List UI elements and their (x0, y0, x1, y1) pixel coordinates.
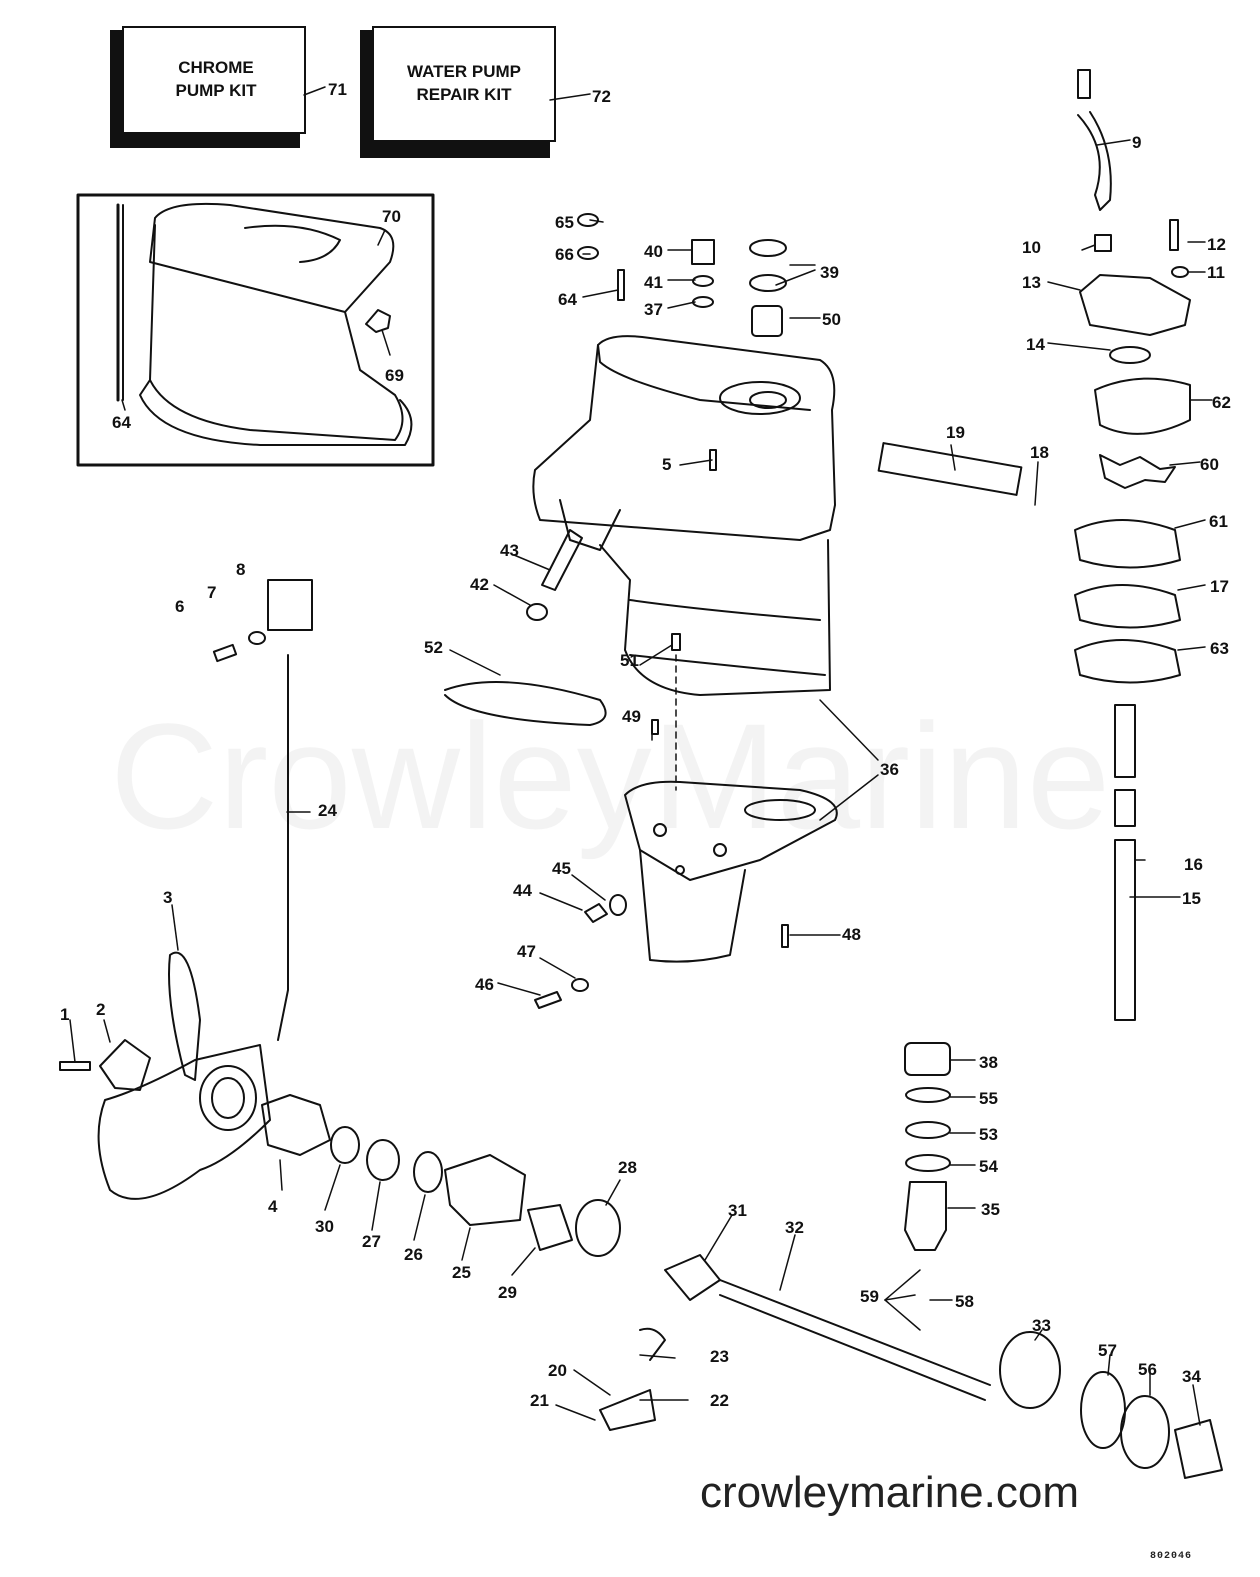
part-label-12: 12 (1207, 235, 1226, 254)
part-label-2: 2 (96, 1000, 105, 1019)
part-label-18: 18 (1030, 443, 1049, 462)
gearcase-lower (624, 780, 838, 963)
part-label-39: 39 (820, 263, 839, 282)
water-pump-assembly (1074, 69, 1191, 1021)
part-label-63: 63 (1210, 639, 1229, 658)
propeller (59, 951, 271, 1200)
part-label-35: 35 (981, 1200, 1000, 1219)
chrome-kit-line1: CHROME (178, 58, 254, 77)
part-label-16: 16 (1184, 855, 1203, 874)
part-label-40: 40 (644, 242, 663, 261)
part-label-48: 48 (842, 925, 861, 944)
part-label-62: 62 (1212, 393, 1231, 412)
part-label-10: 10 (1022, 238, 1041, 257)
hardware-items (212, 213, 1023, 1041)
part-label-66: 66 (555, 245, 574, 264)
part-label-8: 8 (236, 560, 245, 579)
part-label-7: 7 (207, 583, 216, 602)
part-label-6: 6 (175, 597, 184, 616)
part-label-56: 56 (1138, 1360, 1157, 1379)
part-label-38: 38 (979, 1053, 998, 1072)
part-label-43: 43 (500, 541, 519, 560)
chrome-kit-box (122, 26, 306, 134)
watermark: CrowleyMarine (110, 690, 1110, 863)
part-label-28: 28 (618, 1158, 637, 1177)
part-label-59: 59 (860, 1287, 879, 1306)
part-label-64: 64 (558, 290, 577, 309)
part-label-53: 53 (979, 1125, 998, 1144)
gear-train (261, 1042, 1223, 1479)
part-label-50: 50 (822, 310, 841, 329)
inset-frame (76, 193, 435, 467)
website-text: crowleymarine.com (700, 1468, 1079, 1517)
waterpump-kit-line2: REPAIR KIT (416, 85, 512, 104)
part-label-69: 69 (385, 366, 404, 385)
part-label-55: 55 (979, 1089, 998, 1108)
chrome-kit-number: 71 (328, 80, 347, 99)
part-label-3: 3 (163, 888, 172, 907)
part-label-30: 30 (315, 1217, 334, 1236)
part-label-60: 60 (1200, 455, 1219, 474)
part-label-57: 57 (1098, 1341, 1117, 1360)
part-label-15: 15 (1182, 889, 1201, 908)
leader-lines (69, 86, 1213, 1426)
part-label-13: 13 (1022, 273, 1041, 292)
part-label-44: 44 (513, 881, 532, 900)
chrome-kit-line2: PUMP KIT (175, 81, 257, 100)
part-label-31: 31 (728, 1201, 747, 1220)
part-label-25: 25 (452, 1263, 471, 1282)
part-label-4: 4 (268, 1197, 278, 1216)
part-label-19: 19 (946, 423, 965, 442)
part-label-46: 46 (475, 975, 494, 994)
waterpump-kit-number: 72 (592, 87, 611, 106)
chrome-kit-label: CHROME PUMP KIT (126, 56, 306, 102)
part-label-34: 34 (1182, 1367, 1201, 1386)
part-label-70: 70 (382, 207, 401, 226)
part-label-23: 23 (710, 1347, 729, 1366)
exhaust-housing-inset (116, 202, 413, 446)
part-label-42: 42 (470, 575, 489, 594)
part-label-29: 29 (498, 1283, 517, 1302)
part-label-37: 37 (644, 300, 663, 319)
part-label-22: 22 (710, 1391, 729, 1410)
part-label-64: 64 (112, 413, 131, 432)
gearcase-upper (532, 335, 836, 696)
part-label-65: 65 (555, 213, 574, 232)
part-label-20: 20 (548, 1361, 567, 1380)
part-label-41: 41 (644, 273, 663, 292)
part-label-24: 24 (318, 801, 337, 820)
part-label-14: 14 (1026, 335, 1045, 354)
part-label-47: 47 (517, 942, 536, 961)
part-label-32: 32 (785, 1218, 804, 1237)
waterpump-kit-label: WATER PUMP REPAIR KIT (374, 60, 554, 106)
part-label-21: 21 (530, 1391, 549, 1410)
part-label-45: 45 (552, 859, 571, 878)
waterpump-kit-box (372, 26, 556, 142)
drawing-number: 802046 (1150, 1551, 1193, 1562)
part-label-17: 17 (1210, 577, 1229, 596)
part-label-27: 27 (362, 1232, 381, 1251)
part-label-33: 33 (1032, 1316, 1051, 1335)
part-label-5: 5 (662, 455, 671, 474)
part-label-9: 9 (1132, 133, 1141, 152)
part-label-49: 49 (622, 707, 641, 726)
part-label-58: 58 (955, 1292, 974, 1311)
part-label-54: 54 (979, 1157, 998, 1176)
part-label-11: 11 (1207, 263, 1225, 282)
part-label-36: 36 (880, 760, 899, 779)
part-label-51: 51 (620, 651, 639, 670)
part-label-52: 52 (424, 638, 443, 657)
part-label-61: 61 (1209, 512, 1228, 531)
part-label-26: 26 (404, 1245, 423, 1264)
waterpump-kit-line1: WATER PUMP (407, 62, 521, 81)
part-label-1: 1 (60, 1005, 69, 1024)
